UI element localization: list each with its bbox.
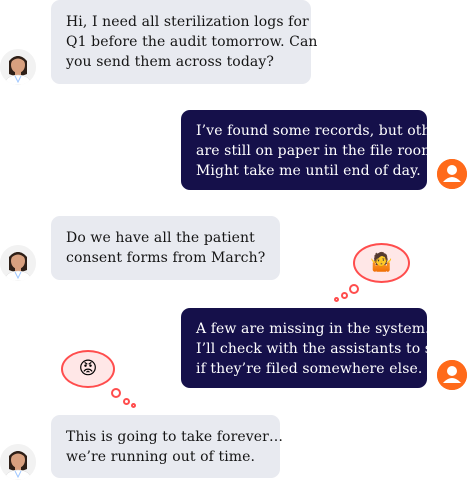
doctor-avatar-icon	[0, 444, 36, 480]
message-text-line: I’ve found some records, but others	[196, 123, 454, 139]
thought-dot	[341, 292, 348, 299]
doctor-avatar	[0, 245, 36, 281]
user-avatar	[437, 159, 467, 189]
message-bubble-2: I’ve found some records, but others are …	[181, 110, 454, 190]
thought-dot	[111, 388, 121, 398]
message-bubble-3: Do we have all the patient consent forms…	[51, 216, 280, 280]
message-bubble-1: Hi, I need all sterilization logs for Q1…	[51, 0, 318, 84]
message-bubble-5: This is going to take forever… we’re run…	[51, 415, 284, 478]
doctor-thought-bubble: 😡	[61, 350, 115, 388]
angry-face-emoji-icon: 😡	[78, 358, 98, 379]
user-icon	[437, 159, 467, 189]
message-text-line: Q1 before the audit tomorrow. Can	[66, 34, 318, 50]
thought-dot	[334, 297, 339, 302]
message-bubble-4: A few are missing in the system. I’ll ch…	[181, 308, 449, 388]
user-avatar	[437, 360, 467, 390]
message-text-line: Do we have all the patient	[66, 230, 255, 246]
thought-dot	[123, 398, 130, 405]
message-text-line: we’re running out of time.	[66, 449, 256, 465]
doctor-avatar-icon	[0, 49, 36, 85]
message-text-line: A few are missing in the system.	[196, 321, 430, 337]
doctor-avatar-icon	[0, 245, 36, 281]
message-text-line: if they’re filed somewhere else.	[196, 361, 423, 377]
shrug-emoji-icon: 🤷	[370, 252, 393, 273]
message-text-line: Hi, I need all sterilization logs for	[66, 14, 309, 30]
user-thought-bubble: 🤷	[353, 243, 410, 283]
message-text-line: Might take me until end of day.	[196, 163, 421, 179]
message-text-line: are still on paper in the file room.	[196, 143, 440, 159]
message-text-line: you send them across today?	[66, 54, 274, 70]
doctor-avatar	[0, 49, 36, 85]
user-icon	[437, 360, 467, 390]
message-text-line: consent forms from March?	[66, 250, 266, 266]
message-text-line: This is going to take forever…	[66, 429, 284, 445]
thought-dot	[349, 284, 359, 294]
message-text-line: I’ll check with the assistants to see	[196, 341, 449, 357]
thought-dot	[131, 403, 136, 408]
doctor-avatar	[0, 444, 36, 480]
